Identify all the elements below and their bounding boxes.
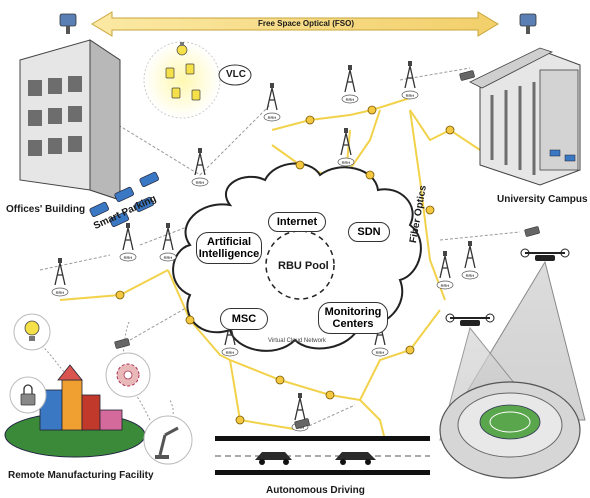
fso-banner-label: Free Space Optical (FSO): [258, 19, 355, 28]
fiber-junction-marker: [367, 105, 377, 115]
autonomous-driving-road: [215, 436, 430, 475]
rrh-label: RRH: [164, 255, 173, 260]
fiber-junction-marker: [185, 315, 195, 325]
fiber-junction-marker: [365, 170, 375, 180]
cloud-sdn: SDN: [348, 222, 390, 242]
offices-building-label: Offices' Building: [6, 204, 86, 215]
fiber-junction-marker: [445, 125, 455, 135]
fiber-junction-marker: [115, 290, 125, 300]
car-icon: [255, 452, 292, 465]
fiber-junction-marker: [235, 415, 245, 425]
manufacturing-facility: [4, 364, 146, 458]
vlc-label: VLC: [226, 69, 246, 80]
satellite-dish-icon: [519, 13, 537, 34]
drone-icon: [445, 313, 495, 326]
cloud-rbu-pool: RBU Pool: [278, 260, 329, 272]
fiber-junction-marker: [295, 160, 305, 170]
rrh-tower-icon: RRH: [401, 61, 419, 100]
rrh-label: RRH: [124, 255, 133, 260]
stadium-coverage: [439, 260, 586, 479]
rrh-label: RRH: [376, 350, 385, 355]
rrh-tower-icon: RRH: [159, 223, 177, 262]
rrh-label: RRH: [226, 350, 235, 355]
lightbulb-icon: [176, 42, 188, 56]
rrh-tower-icon: RRH: [263, 83, 281, 122]
rrh-label: RRH: [406, 93, 415, 98]
rrh-label: RRH: [56, 290, 65, 295]
fiber-junction-marker: [325, 390, 335, 400]
rrh-label: RRH: [441, 283, 450, 288]
rrh-label: RRH: [196, 180, 205, 185]
cloud-msc: MSC: [220, 308, 268, 330]
university-campus: [469, 47, 581, 186]
rrh-label: RRH: [466, 273, 475, 278]
satellite-dish-icon: [59, 13, 77, 34]
rrh-tower-icon: RRH: [119, 223, 137, 262]
fiber-junction-marker: [425, 205, 435, 215]
cloud-caption: Virtual Cloud Network: [268, 338, 326, 344]
cloud-internet: Internet: [268, 212, 326, 232]
gear-icon: [105, 352, 151, 398]
drone-icon: [520, 248, 570, 261]
fiber-junctions: [115, 105, 455, 425]
fiber-junction-marker: [275, 375, 285, 385]
rrh-tower-icon: RRH: [341, 65, 359, 104]
manufacturing-facility-label: Remote Manufacturing Facility: [8, 470, 154, 481]
rrh-tower-icon: RRH: [461, 241, 479, 280]
smart-parking-cars: [89, 171, 159, 228]
rrh-tower-icon: RRH: [191, 148, 209, 187]
university-campus-label: University Campus: [497, 194, 588, 205]
vlc-area: [143, 41, 252, 119]
rrh-tower-icon: RRH: [337, 128, 355, 167]
fso-banner-arrow: [91, 11, 499, 37]
lightbulb-icon: [13, 313, 51, 351]
autonomous-driving-label: Autonomous Driving: [266, 485, 365, 496]
rrh-tower-icon: RRH: [436, 251, 454, 290]
fiber-junction-marker: [405, 345, 415, 355]
rrh-label: RRH: [346, 97, 355, 102]
rrh-label: RRH: [268, 115, 277, 120]
car-icon: [335, 452, 376, 465]
cloud-monitoring-centers: Monitoring Centers: [318, 302, 388, 334]
rrh-tower-icon: RRH: [51, 258, 69, 297]
robot-arm-icon: [143, 415, 193, 465]
fiber-junction-marker: [305, 115, 315, 125]
cloud-artificial-intelligence: Artificial Intelligence: [196, 232, 262, 264]
rrh-label: RRH: [342, 160, 351, 165]
offices-building: [19, 39, 121, 201]
camera-icon: [114, 70, 540, 429]
lock-icon: [9, 376, 47, 414]
